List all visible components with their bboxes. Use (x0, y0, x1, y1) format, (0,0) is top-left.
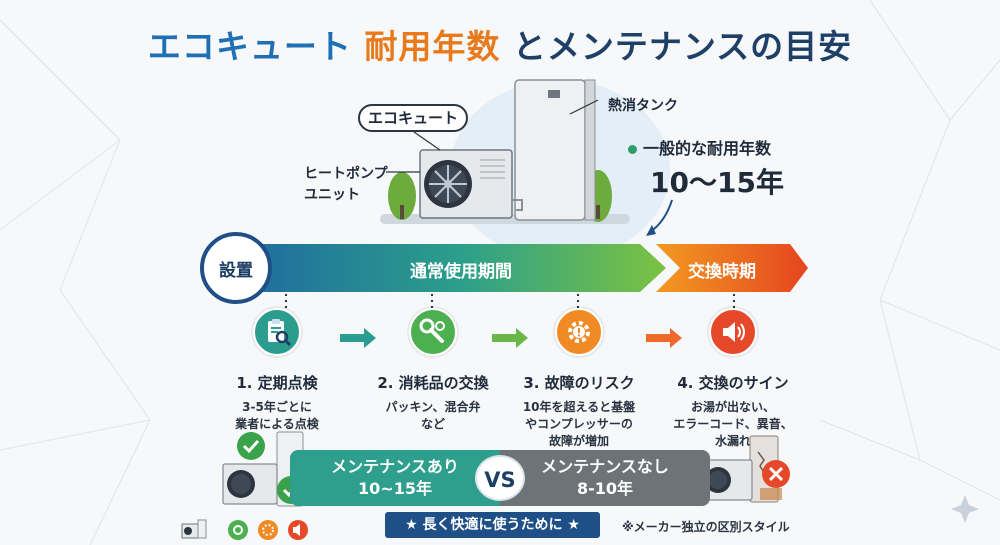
speaker-alert-icon (709, 308, 757, 356)
bottom-banner: ★ 長く快適に使うために ★ (385, 512, 600, 538)
tank-label: 熱消タンク (608, 98, 678, 114)
clipboard-search-icon (253, 308, 301, 356)
page-title: エコキュート 耐用年数 とメンテナンスの目安 (0, 20, 1000, 68)
setup-node: 設置 (200, 232, 272, 304)
step-desc: お湯が出ない、 エラーコード、異音、 水漏れ (673, 400, 793, 448)
step-title: 3. 故障のリスク (523, 374, 635, 392)
unmaintained-unit-illustration (700, 435, 790, 503)
step-title: 2. 消耗品の交換 (377, 374, 489, 392)
step-parts-replacement: 2. 消耗品の交換 パッキン、混合弁 など (348, 308, 518, 433)
lifespan-label: 一般的な耐用年数 (622, 135, 812, 159)
step-desc: パッキン、混合弁 など (385, 400, 481, 431)
step-inspection: 1. 定期点検 3-5年ごとに 業者による点検 (192, 308, 362, 433)
heat-pump-label: ヒートポンプ ユニット (304, 166, 388, 203)
vs-badge: VS (475, 455, 525, 501)
step-failure-risk: 3. 故障のリスク 10年を超えると基盤 やコンプレッサーの 故障が増加 (494, 308, 664, 450)
title-part-lifespan: 耐用年数 (364, 27, 501, 66)
mini-icon-row (181, 519, 308, 540)
step-arrow-3 (646, 328, 682, 348)
lifespan-value: 10〜15年 (650, 166, 784, 199)
tree-icon (388, 172, 416, 220)
without-maintenance-value: 8-10年 (576, 479, 634, 498)
ecocute-label: エコキュート (358, 104, 468, 132)
without-maintenance-label: メンテナンスなし (541, 457, 669, 476)
replace-period-arrow (656, 244, 808, 292)
with-maintenance-value: 10~15年 (358, 479, 432, 498)
gear-warning-icon (555, 308, 603, 356)
step-title: 4. 交換のサイン (677, 374, 789, 392)
wrench-icon (409, 308, 457, 356)
step-replacement-signs: 4. 交換のサイン お湯が出ない、 エラーコード、異音、 水漏れ (648, 308, 818, 450)
step-desc: 3-5年ごとに 業者による点検 (235, 400, 319, 431)
step-arrow-1 (340, 328, 376, 348)
step-arrow-2 (492, 328, 528, 348)
footnote: ※メーカー独立の区別スタイル (622, 520, 790, 534)
replace-period-label: 交換時期 (688, 262, 756, 282)
step-title: 1. 定期点検 (236, 374, 318, 392)
normal-period-label: 通常使用期間 (410, 262, 512, 282)
without-maintenance-bar: メンテナンスなし 8-10年 (500, 450, 710, 506)
lifespan-callout: 一般的な耐用年数 10〜15年 (622, 135, 812, 201)
title-part-maintenance: とメンテナンスの目安 (512, 27, 853, 66)
with-maintenance-label: メンテナンスあり (331, 457, 459, 476)
normal-period-arrow (258, 244, 666, 292)
step-desc: 10年を超えると基盤 やコンプレッサーの 故障が増加 (522, 400, 636, 448)
with-maintenance-bar: メンテナンスあり 10~15年 (290, 450, 500, 506)
title-part-ecocute: エコキュート (147, 27, 352, 66)
